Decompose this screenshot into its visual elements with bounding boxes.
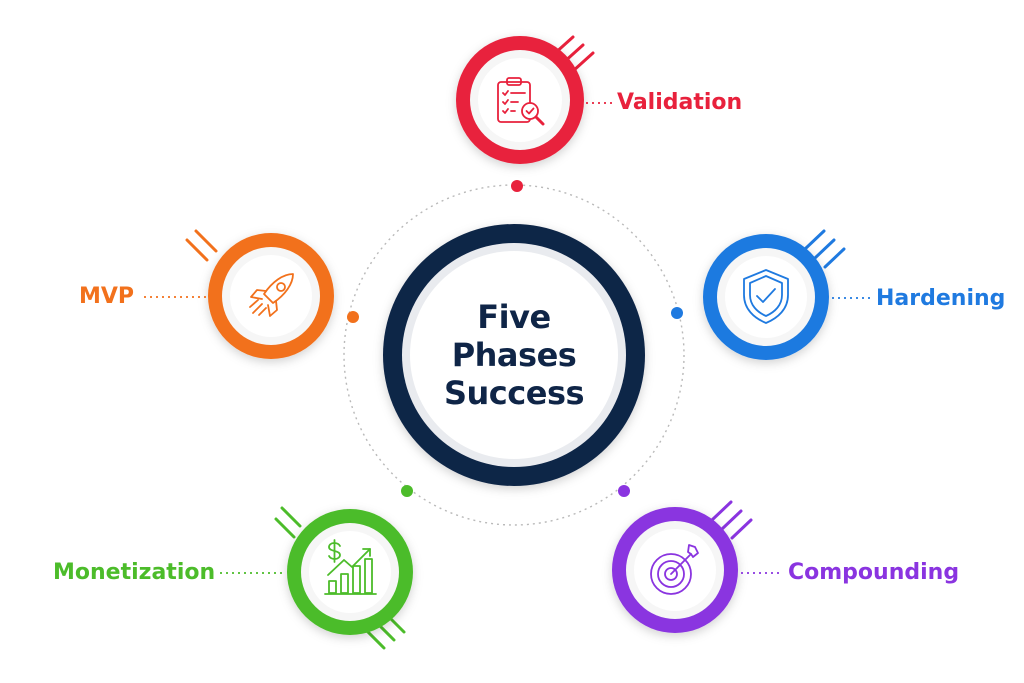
shield-check-icon bbox=[743, 269, 789, 324]
monetization-node bbox=[220, 506, 413, 650]
monetization-ring-dot bbox=[401, 485, 413, 497]
compounding-node bbox=[612, 500, 782, 633]
target-arrow-icon bbox=[650, 544, 699, 595]
center-title-line-3: Success bbox=[443, 374, 585, 412]
compounding-ring-dot bbox=[618, 485, 630, 497]
orbit-dotted-ring bbox=[343, 184, 685, 526]
hardening-ring-dot bbox=[671, 307, 683, 319]
compounding-label: Compounding bbox=[788, 560, 960, 585]
monetization-label: Monetization bbox=[53, 560, 216, 585]
center-hub bbox=[383, 224, 645, 486]
center-title-line-1: Five bbox=[477, 298, 551, 336]
mvp-ring-dot bbox=[347, 311, 359, 323]
center-title-line-2: Phases bbox=[451, 336, 577, 374]
mvp-label: MVP bbox=[79, 284, 135, 309]
rocket-icon bbox=[249, 273, 294, 317]
hardening-label: Hardening bbox=[876, 286, 1006, 311]
validation-label: Validation bbox=[617, 90, 743, 115]
growth-chart-dollar-icon bbox=[324, 539, 377, 595]
clipboard-search-icon bbox=[497, 77, 545, 126]
hardening-node bbox=[703, 229, 870, 360]
center-title: Five Phases Success bbox=[414, 298, 614, 412]
mvp-node bbox=[144, 229, 334, 359]
validation-ring-dot bbox=[511, 180, 523, 192]
validation-node bbox=[456, 35, 614, 164]
